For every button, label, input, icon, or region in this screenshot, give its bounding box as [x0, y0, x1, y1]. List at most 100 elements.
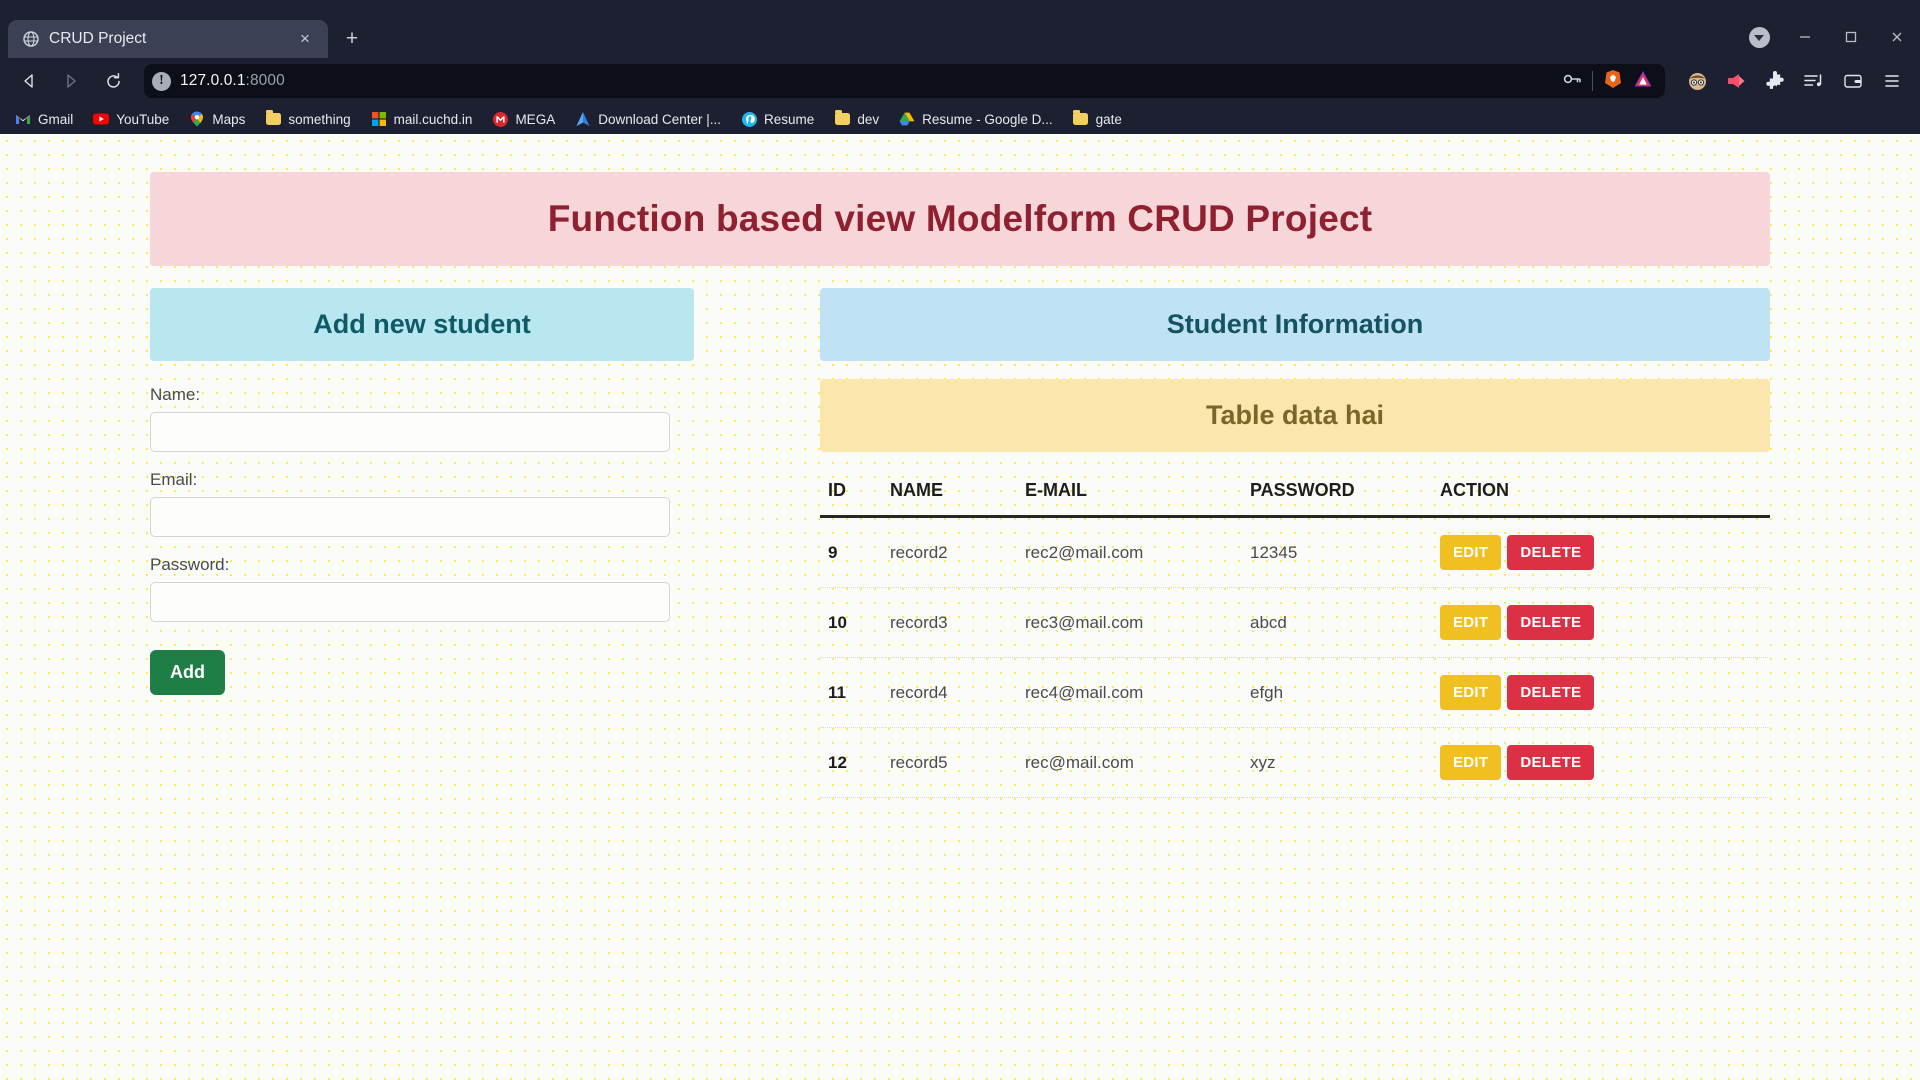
- edit-button[interactable]: EDIT: [1440, 745, 1502, 780]
- url-port: :8000: [245, 72, 285, 89]
- field-password: Password:: [150, 555, 694, 622]
- wallet-icon[interactable]: [1835, 64, 1871, 98]
- globe-icon: [22, 31, 39, 48]
- cell-password: xyz: [1242, 727, 1432, 798]
- table-header-row: ID NAME E-MAIL PASSWORD ACTION: [820, 474, 1770, 518]
- bookmark-mega[interactable]: MEGA: [483, 108, 564, 130]
- bookmark-gmail[interactable]: Gmail: [6, 108, 82, 130]
- delete-button[interactable]: DELETE: [1507, 605, 1595, 640]
- table-row: 10 record3 rec3@mail.com abcd EDIT DELET…: [820, 587, 1770, 658]
- bookmark-youtube[interactable]: YouTube: [84, 108, 178, 130]
- password-input[interactable]: [150, 582, 670, 622]
- cell-id: 11: [820, 657, 882, 728]
- new-tab-button[interactable]: +: [345, 27, 359, 50]
- add-button[interactable]: Add: [150, 650, 225, 695]
- field-email: Email:: [150, 470, 694, 537]
- bookmark-label: something: [288, 111, 351, 127]
- cell-password: 12345: [1242, 516, 1432, 588]
- column-header-action: ACTION: [1432, 474, 1770, 518]
- bookmark-download-center[interactable]: Download Center |...: [566, 108, 730, 130]
- extensions-puzzle-icon[interactable]: [1757, 64, 1793, 98]
- table-body: 9 record2 rec2@mail.com 12345 EDIT DELET…: [820, 516, 1770, 798]
- table-data-subheader: Table data hai: [820, 379, 1770, 452]
- bookmark-gate[interactable]: gate: [1064, 108, 1131, 130]
- navigation-toolbar: ! 127.0.0.1:8000: [0, 58, 1920, 104]
- browser-tab-crud-project[interactable]: CRUD Project ×: [8, 20, 328, 58]
- name-input[interactable]: [150, 412, 670, 452]
- edit-button[interactable]: EDIT: [1440, 675, 1502, 710]
- table-head: ID NAME E-MAIL PASSWORD ACTION: [820, 474, 1770, 518]
- cell-action: EDIT DELETE: [1432, 587, 1770, 658]
- delete-button[interactable]: DELETE: [1507, 535, 1595, 570]
- column-header-email: E-MAIL: [1017, 474, 1242, 518]
- table-data-subheading: Table data hai: [1205, 400, 1385, 430]
- forward-button[interactable]: [52, 63, 90, 99]
- cell-email: rec2@mail.com: [1017, 516, 1242, 588]
- window-minimize-button[interactable]: [1782, 20, 1828, 54]
- address-bar-url: 127.0.0.1:8000: [180, 72, 285, 90]
- bookmark-resume-pinterest[interactable]: Resume: [732, 108, 823, 130]
- google-drive-icon: [899, 111, 915, 127]
- bookmark-resume-google-docs[interactable]: Resume - Google D...: [890, 108, 1062, 130]
- cell-id: 10: [820, 587, 882, 658]
- folder-icon: [1073, 110, 1089, 127]
- brave-lion-icon[interactable]: [1603, 69, 1623, 94]
- playlist-icon[interactable]: [1796, 64, 1832, 98]
- column-header-password: PASSWORD: [1242, 474, 1432, 518]
- page-container: Function based view Modelform CRUD Proje…: [150, 172, 1770, 798]
- cell-email: rec3@mail.com: [1017, 587, 1242, 658]
- delete-button[interactable]: DELETE: [1507, 745, 1595, 780]
- email-input[interactable]: [150, 497, 670, 537]
- email-label: Email:: [150, 470, 198, 489]
- key-icon[interactable]: [1563, 71, 1582, 92]
- edit-button[interactable]: EDIT: [1440, 535, 1502, 570]
- extension-speaker-icon[interactable]: [1718, 64, 1754, 98]
- bookmark-label: Maps: [212, 111, 246, 127]
- cell-name: record3: [882, 587, 1017, 658]
- row-actions: EDIT DELETE: [1440, 745, 1762, 780]
- reload-button[interactable]: [94, 63, 132, 99]
- window-controls: [1736, 20, 1920, 54]
- student-information-heading: Student Information: [1166, 309, 1424, 339]
- edit-button[interactable]: EDIT: [1440, 605, 1502, 640]
- window-close-button[interactable]: [1874, 20, 1920, 54]
- bookmark-mail-cuchd-in[interactable]: mail.cuchd.in: [362, 108, 482, 130]
- profile-avatar-icon[interactable]: [1679, 64, 1715, 98]
- tab-close-icon[interactable]: ×: [300, 29, 310, 48]
- gmail-icon: [15, 111, 31, 127]
- page-body: Function based view Modelform CRUD Proje…: [0, 134, 1920, 798]
- bookmark-label: dev: [857, 111, 880, 127]
- page-viewport: Function based view Modelform CRUD Proje…: [0, 134, 1920, 1080]
- bookmark-label: mail.cuchd.in: [393, 111, 473, 127]
- not-secure-info-icon[interactable]: !: [152, 71, 171, 91]
- menu-hamburger-icon[interactable]: [1874, 64, 1910, 98]
- tab-strip: CRUD Project × +: [0, 18, 1920, 58]
- address-bar[interactable]: ! 127.0.0.1:8000: [144, 64, 1665, 98]
- row-actions: EDIT DELETE: [1440, 535, 1762, 570]
- delete-button[interactable]: DELETE: [1507, 675, 1595, 710]
- address-bar-actions: [1563, 69, 1657, 94]
- window-maximize-button[interactable]: [1828, 20, 1874, 54]
- content-columns: Add new student Name: Email:: [150, 288, 1770, 798]
- bookmark-label: Resume - Google D...: [922, 111, 1053, 127]
- pinterest-icon: [741, 111, 757, 127]
- brave-triangle-icon[interactable]: [1633, 69, 1653, 94]
- field-name: Name:: [150, 385, 694, 452]
- password-label: Password:: [150, 555, 230, 574]
- bookmark-maps[interactable]: Maps: [180, 108, 254, 130]
- download-center-icon: [575, 111, 591, 127]
- bookmark-something[interactable]: something: [256, 108, 359, 130]
- cell-name: record5: [882, 727, 1017, 798]
- back-button[interactable]: [10, 63, 48, 99]
- bookmark-dev[interactable]: dev: [825, 108, 888, 130]
- cell-id: 12: [820, 727, 882, 798]
- tab-search-button[interactable]: [1736, 20, 1782, 54]
- student-information-panel: Student Information Table data hai ID NA…: [820, 288, 1770, 798]
- cell-email: rec4@mail.com: [1017, 657, 1242, 728]
- cell-action: EDIT DELETE: [1432, 516, 1770, 588]
- page-title: Function based view Modelform CRUD Proje…: [547, 198, 1373, 239]
- bookmarks-bar: Gmail YouTube: [0, 104, 1920, 134]
- cell-id: 9: [820, 516, 882, 588]
- student-information-header: Student Information: [820, 288, 1770, 361]
